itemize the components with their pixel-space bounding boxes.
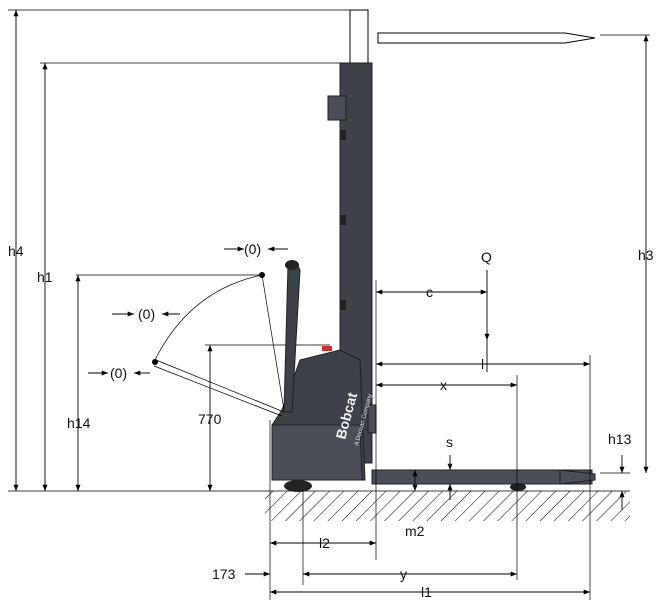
- tiller-ghost-lower-2: [153, 365, 283, 417]
- mast-bolt-3: [340, 300, 346, 310]
- tiller-swing-arc: [154, 274, 263, 361]
- angle-low-label: (0): [110, 365, 127, 381]
- truck-chassis: Bobcat A Doosan Company: [271, 346, 374, 492]
- lower-fork: [371, 469, 596, 491]
- x-label: x: [440, 377, 447, 393]
- lower-fork-arm: [371, 469, 593, 485]
- h3-label: h3: [638, 247, 654, 263]
- tiller: [152, 260, 301, 417]
- l2-label: l2: [319, 535, 330, 551]
- load-wheel: [510, 483, 526, 491]
- l-label: l: [481, 356, 484, 372]
- tiller-handle: [285, 260, 299, 270]
- mast-chain-block: [327, 95, 347, 121]
- s-label: s: [446, 434, 453, 450]
- status-light: [322, 346, 332, 351]
- y-label: y: [400, 566, 407, 582]
- h14-label: h14: [67, 415, 91, 431]
- angle-mid-label: (0): [138, 306, 155, 322]
- ground: [8, 490, 630, 521]
- d173-label: 173: [212, 566, 236, 582]
- tiller-ghost-upper: [261, 274, 285, 411]
- q-label: Q: [481, 249, 492, 265]
- lower-fork-tip: [559, 469, 596, 485]
- load-indicator: Q: [481, 249, 492, 372]
- angle-indicators: (0) (0) (0): [88, 241, 288, 381]
- c-label: c: [426, 284, 433, 300]
- h13-label: h13: [608, 431, 632, 447]
- raised-fork: [377, 32, 596, 44]
- mast-bolt-2: [340, 215, 346, 225]
- vertical-dimensions: h4 h1 h14 770 h3 h13 s m2: [8, 10, 654, 539]
- reference-lines: [8, 9, 650, 474]
- l1-label: l1: [421, 584, 432, 600]
- drive-wheel: [284, 480, 312, 492]
- angle-top-label: (0): [244, 241, 261, 257]
- tiller-ghost-lower: [155, 359, 285, 413]
- ground-hatch: [265, 491, 630, 521]
- h770-label: 770: [198, 411, 222, 427]
- mast-bolt-1: [340, 130, 346, 140]
- h4-label: h4: [8, 243, 24, 259]
- m2-label: m2: [405, 523, 425, 539]
- pivot-low: [152, 359, 158, 365]
- h1-label: h1: [37, 269, 53, 285]
- mast-extension: [349, 9, 369, 66]
- horizontal-dimensions: c l x l2 173 y l1: [212, 280, 591, 600]
- chassis-base: [271, 424, 363, 481]
